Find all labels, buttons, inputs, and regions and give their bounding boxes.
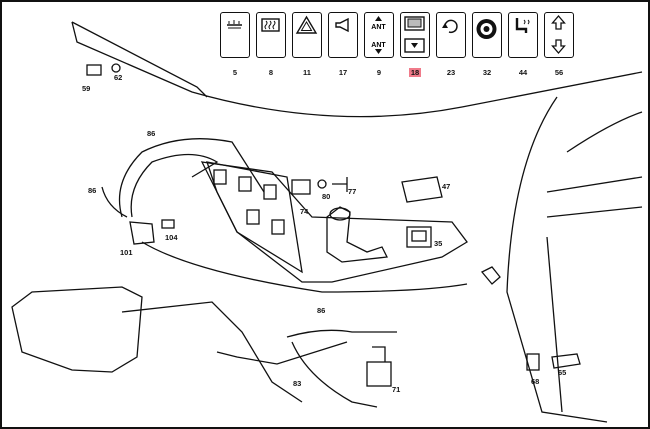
callout-83: 83 — [293, 379, 301, 388]
callout-labels: 59 62 86 86 86 74 80 77 47 104 101 35 83… — [82, 73, 566, 394]
rear-defroster-icon — [261, 18, 280, 32]
part-68 — [526, 353, 540, 371]
callout-47: 47 — [442, 182, 450, 191]
bracket-slot-2 — [238, 176, 252, 192]
switch-tile-5 — [220, 12, 250, 58]
part-62 — [111, 63, 121, 73]
harness-83-top — [286, 329, 397, 338]
door-pillar — [506, 96, 608, 423]
switch-tile-56 — [544, 12, 574, 58]
callout-35: 35 — [434, 239, 442, 248]
line-art — [11, 21, 643, 423]
door-top — [566, 111, 643, 153]
horn-icon — [335, 17, 349, 33]
bracket-slot-5 — [271, 219, 285, 235]
switch-tile-23 — [436, 12, 466, 58]
callout-74: 74 — [300, 207, 309, 216]
harness-83-branch — [216, 341, 348, 365]
seat-heating-icon — [515, 18, 530, 33]
hazard-warning-icon — [295, 15, 318, 34]
tile-number-32: 32 — [482, 68, 492, 77]
switch-tile-18 — [400, 12, 430, 58]
callout-65: 65 — [558, 368, 566, 377]
shift-knob — [329, 207, 351, 221]
interior-light-icon — [227, 20, 242, 29]
center-console — [200, 161, 468, 283]
cable-86-mid — [130, 153, 219, 218]
tile-number-44: 44 — [518, 68, 528, 77]
part-80 — [317, 179, 327, 189]
callout-59: 59 — [82, 84, 90, 93]
part-65 — [551, 353, 581, 369]
switch-bracket — [206, 161, 303, 274]
cable-86-lower — [101, 186, 128, 218]
tile-number-17: 17 — [338, 68, 348, 77]
part-74 — [291, 179, 311, 195]
switch-35-face — [411, 230, 427, 242]
switch-tile-44 — [508, 12, 538, 58]
callout-68: 68 — [531, 377, 539, 386]
switch-tile-9: ANT ANT — [364, 12, 394, 58]
seat-heater-icon — [476, 19, 497, 39]
recirculation-icon — [442, 19, 458, 34]
arrow-up-down-icon — [551, 15, 566, 54]
switch-tile-8 — [256, 12, 286, 58]
tile-number-11: 11 — [303, 68, 311, 77]
dashboard-left-edge — [71, 21, 208, 98]
callout-80: 80 — [322, 192, 330, 201]
cable-86-long — [141, 241, 468, 293]
antenna-top-text: ANT — [371, 24, 386, 31]
dashboard-outline — [71, 21, 643, 118]
tile-number-5: 5 — [232, 68, 238, 77]
gear-shifter — [326, 206, 388, 263]
tile-number-9: 9 — [376, 68, 382, 77]
callout-62: 62 — [114, 73, 122, 82]
harness-83-lower — [291, 341, 378, 408]
callout-77: 77 — [348, 187, 356, 196]
connector-101 — [129, 221, 155, 245]
antenna-up-down-icon: ANT ANT — [371, 16, 386, 54]
switch-tile-17 — [328, 12, 358, 58]
callout-101: 101 — [120, 248, 133, 257]
door-panel-lines — [546, 176, 643, 218]
switch-35 — [406, 226, 432, 248]
bracket-slot-3 — [263, 184, 277, 200]
tile-number-18: 18 — [408, 68, 422, 77]
tile-number-8: 8 — [268, 68, 274, 77]
window-up-down-icon — [404, 16, 425, 53]
switch-tile-11 — [292, 12, 322, 58]
callout-86-bottom: 86 — [317, 306, 325, 315]
bracket-slot-4 — [246, 209, 260, 225]
relay-71 — [366, 361, 392, 387]
bracket-slot-1 — [213, 169, 227, 185]
cable-86-end-clip — [480, 266, 501, 285]
switch-47 — [401, 176, 443, 203]
callout-86-top: 86 — [147, 129, 155, 138]
cable-86-upper — [118, 138, 265, 218]
harness-83-main — [121, 301, 303, 403]
callout-71: 71 — [392, 385, 400, 394]
switch-tile-32 — [472, 12, 502, 58]
callout-104: 104 — [165, 233, 178, 242]
part-59 — [86, 64, 102, 76]
tile-number-18-highlight: 18 — [407, 68, 423, 77]
part-77 — [332, 177, 348, 192]
antenna-bottom-text: ANT — [371, 42, 386, 49]
callout-86-left: 86 — [88, 186, 96, 195]
lower-left-module — [11, 286, 143, 373]
door-edge — [546, 236, 563, 413]
connector-104 — [161, 219, 175, 229]
tile-number-56: 56 — [554, 68, 564, 77]
tile-number-23: 23 — [446, 68, 456, 77]
relay-71-bracket — [372, 346, 386, 362]
